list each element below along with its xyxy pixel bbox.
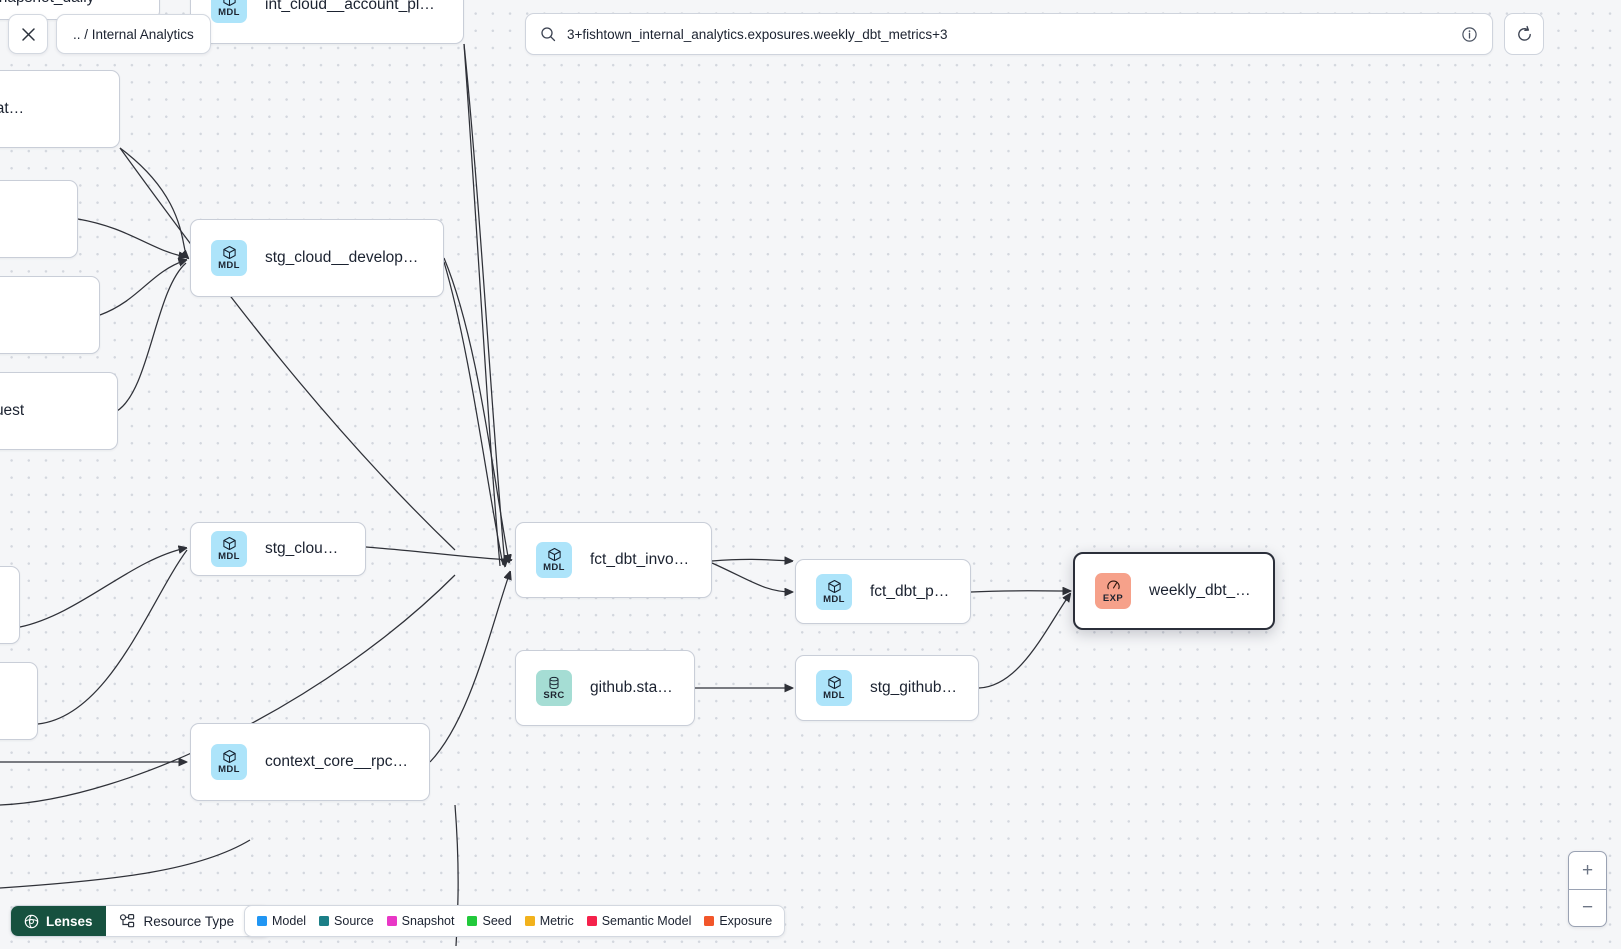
legend-swatch: [586, 916, 597, 926]
legend-item[interactable]: Snapshot: [386, 914, 455, 928]
node-label: stg_cloud__runs: [265, 540, 345, 557]
node-label: stg_cloud__develop_requests: [265, 249, 423, 266]
node-type-label: SRC: [543, 689, 565, 701]
lineage-node[interactable]: MDL fct_dbt_projects: [795, 559, 971, 624]
lineage-node[interactable]: n: [0, 566, 20, 644]
zoom-in-button[interactable]: +: [1581, 859, 1594, 881]
node-label: multicell_migrat…: [0, 100, 25, 117]
legend-label: Exposure: [719, 914, 773, 928]
node-type-badge: EXP: [1095, 573, 1131, 609]
node-type-label: MDL: [218, 551, 240, 563]
node-type-badge: MDL: [211, 744, 247, 780]
cube-icon: [222, 0, 237, 7]
legend-swatch: [257, 916, 267, 926]
refresh-icon: [1517, 25, 1531, 41]
node-type-badge: MDL: [816, 573, 852, 610]
cube-icon: [547, 547, 562, 562]
node-type-label: MDL: [218, 764, 240, 776]
legend-swatch: [467, 916, 478, 926]
legend-item[interactable]: Source: [319, 914, 374, 928]
node-label: github.stargazers: [590, 679, 674, 696]
node-label: fct_dbt_projects: [870, 582, 950, 600]
zoom-controls: + −: [1568, 851, 1607, 927]
info-icon[interactable]: [1461, 26, 1478, 43]
lineage-node[interactable]: MDL int_cloud__account_plan_history: [190, 0, 464, 44]
legend-swatch: [524, 916, 535, 926]
breadcrumb[interactable]: .. / Internal Analytics: [56, 14, 211, 54]
node-type-label: MDL: [543, 562, 565, 574]
node-type-badge: MDL: [211, 531, 247, 567]
node-type-label: MDL: [823, 593, 845, 605]
node-label: context_core__rpc_request: [265, 753, 409, 770]
legend-item[interactable]: Semantic Model: [586, 914, 692, 928]
lineage-node[interactable]: MDL context_core__rpc_request: [190, 723, 430, 801]
gauge-icon: [1106, 578, 1121, 593]
lineage-node[interactable]: velop_request: [0, 276, 100, 354]
database-icon: [547, 676, 561, 690]
search-icon: [541, 27, 556, 42]
node-type-badge: MDL: [536, 542, 572, 578]
node-label: weekly_dbt_metrics: [1149, 582, 1253, 599]
legend-item[interactable]: Exposure: [704, 914, 772, 928]
lens-icon: [24, 914, 39, 928]
legend-label: Semantic Model: [601, 914, 692, 928]
node-type-badge: MDL: [816, 670, 852, 706]
cube-icon: [827, 579, 842, 594]
cube-icon: [222, 749, 237, 764]
lineage-node[interactable]: multicell_migrat…: [0, 70, 120, 148]
legend-label: Snapshot: [401, 914, 455, 928]
zoom-out-button[interactable]: −: [1569, 889, 1606, 926]
search-input[interactable]: [567, 26, 1450, 42]
legend-swatch: [319, 916, 330, 926]
node-label: _develop_request: [0, 402, 25, 419]
node-type-label: MDL: [218, 260, 240, 272]
lineage-node[interactable]: op_request: [0, 180, 78, 258]
node-label: stg_github__stars: [870, 679, 958, 696]
lineage-node[interactable]: MDL stg_github__stars: [795, 655, 979, 721]
lineage-node[interactable]: .run: [0, 662, 38, 740]
lineage-node[interactable]: EXP weekly_dbt_metrics: [1073, 552, 1275, 630]
node-label: int_cloud__account_plan_history: [265, 0, 443, 13]
resource-type-label: Resource Type: [143, 913, 235, 929]
refresh-button[interactable]: [1504, 13, 1544, 55]
lineage-node[interactable]: SRC github.stargazers: [515, 650, 695, 726]
lenses-button[interactable]: Lenses: [11, 906, 106, 936]
resource-type-filter[interactable]: Resource Type: [105, 906, 270, 936]
node-label: fct_dbt_invocations: [590, 551, 691, 568]
legend-label: Metric: [539, 914, 574, 928]
bottom-toolbar: Lenses Resource Type: [10, 905, 271, 937]
node-type-badge: MDL: [211, 0, 247, 23]
resource-type-legend: Model Source Snapshot Seed Metric Semantic Mo…: [244, 905, 786, 937]
legend-item[interactable]: Seed: [467, 914, 512, 928]
resource-type-icon: [119, 914, 134, 928]
close-button[interactable]: [8, 14, 48, 54]
cube-icon: [222, 245, 237, 260]
lineage-search-bar[interactable]: [525, 13, 1493, 55]
node-type-label: MDL: [218, 7, 240, 19]
close-icon: [21, 27, 35, 41]
lineage-node[interactable]: MDL fct_dbt_invocations: [515, 522, 712, 598]
legend-item[interactable]: Model: [257, 914, 306, 928]
node-type-badge: SRC: [536, 670, 572, 706]
node-type-label: MDL: [823, 690, 845, 702]
cube-icon: [222, 536, 237, 551]
node-type-badge: MDL: [211, 240, 247, 276]
node-type-label: EXP: [1102, 593, 1124, 605]
lenses-label: Lenses: [46, 913, 93, 929]
legend-label: Model: [272, 914, 307, 928]
legend-label: Source: [334, 914, 374, 928]
node-label: snapshot_daily: [0, 0, 94, 7]
legend-swatch: [386, 916, 397, 926]
breadcrumb-label: .. / Internal Analytics: [73, 26, 194, 42]
legend-item[interactable]: Metric: [524, 914, 574, 928]
cube-icon: [827, 675, 842, 690]
lineage-node[interactable]: _develop_request: [0, 372, 118, 450]
lineage-node[interactable]: MDL stg_cloud__runs: [190, 522, 366, 576]
lineage-node[interactable]: MDL stg_cloud__develop_requests: [190, 219, 444, 297]
legend-swatch: [704, 916, 715, 926]
legend-label: Seed: [482, 914, 512, 928]
